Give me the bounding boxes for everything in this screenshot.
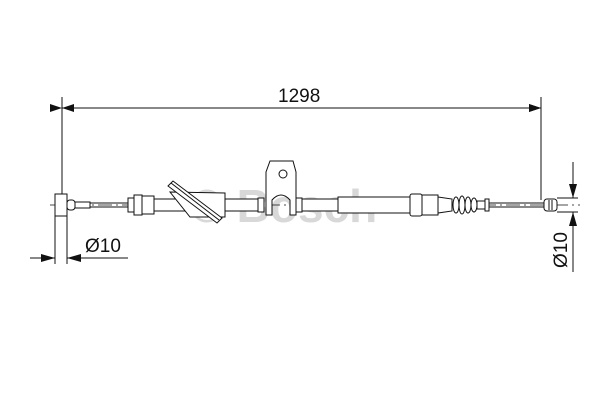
sleeve-segment [337,196,411,214]
length-label: 1298 [278,86,320,107]
rubber-boot [452,195,490,215]
adjuster-nut [127,194,155,216]
boot-fitting [409,193,453,217]
right-diameter-dimension: Ø10 [551,162,578,272]
sleeve-segment [301,198,339,212]
right-diameter-label: Ø10 [551,232,572,268]
diagonal-clip [167,180,223,224]
left-diameter-label: Ø10 [85,236,121,257]
right-end-nipple [543,198,558,212]
left-diameter-dimension: Ø10 [30,216,128,264]
length-dimension: 1298 [50,86,542,200]
left-end-fitting [54,193,130,217]
